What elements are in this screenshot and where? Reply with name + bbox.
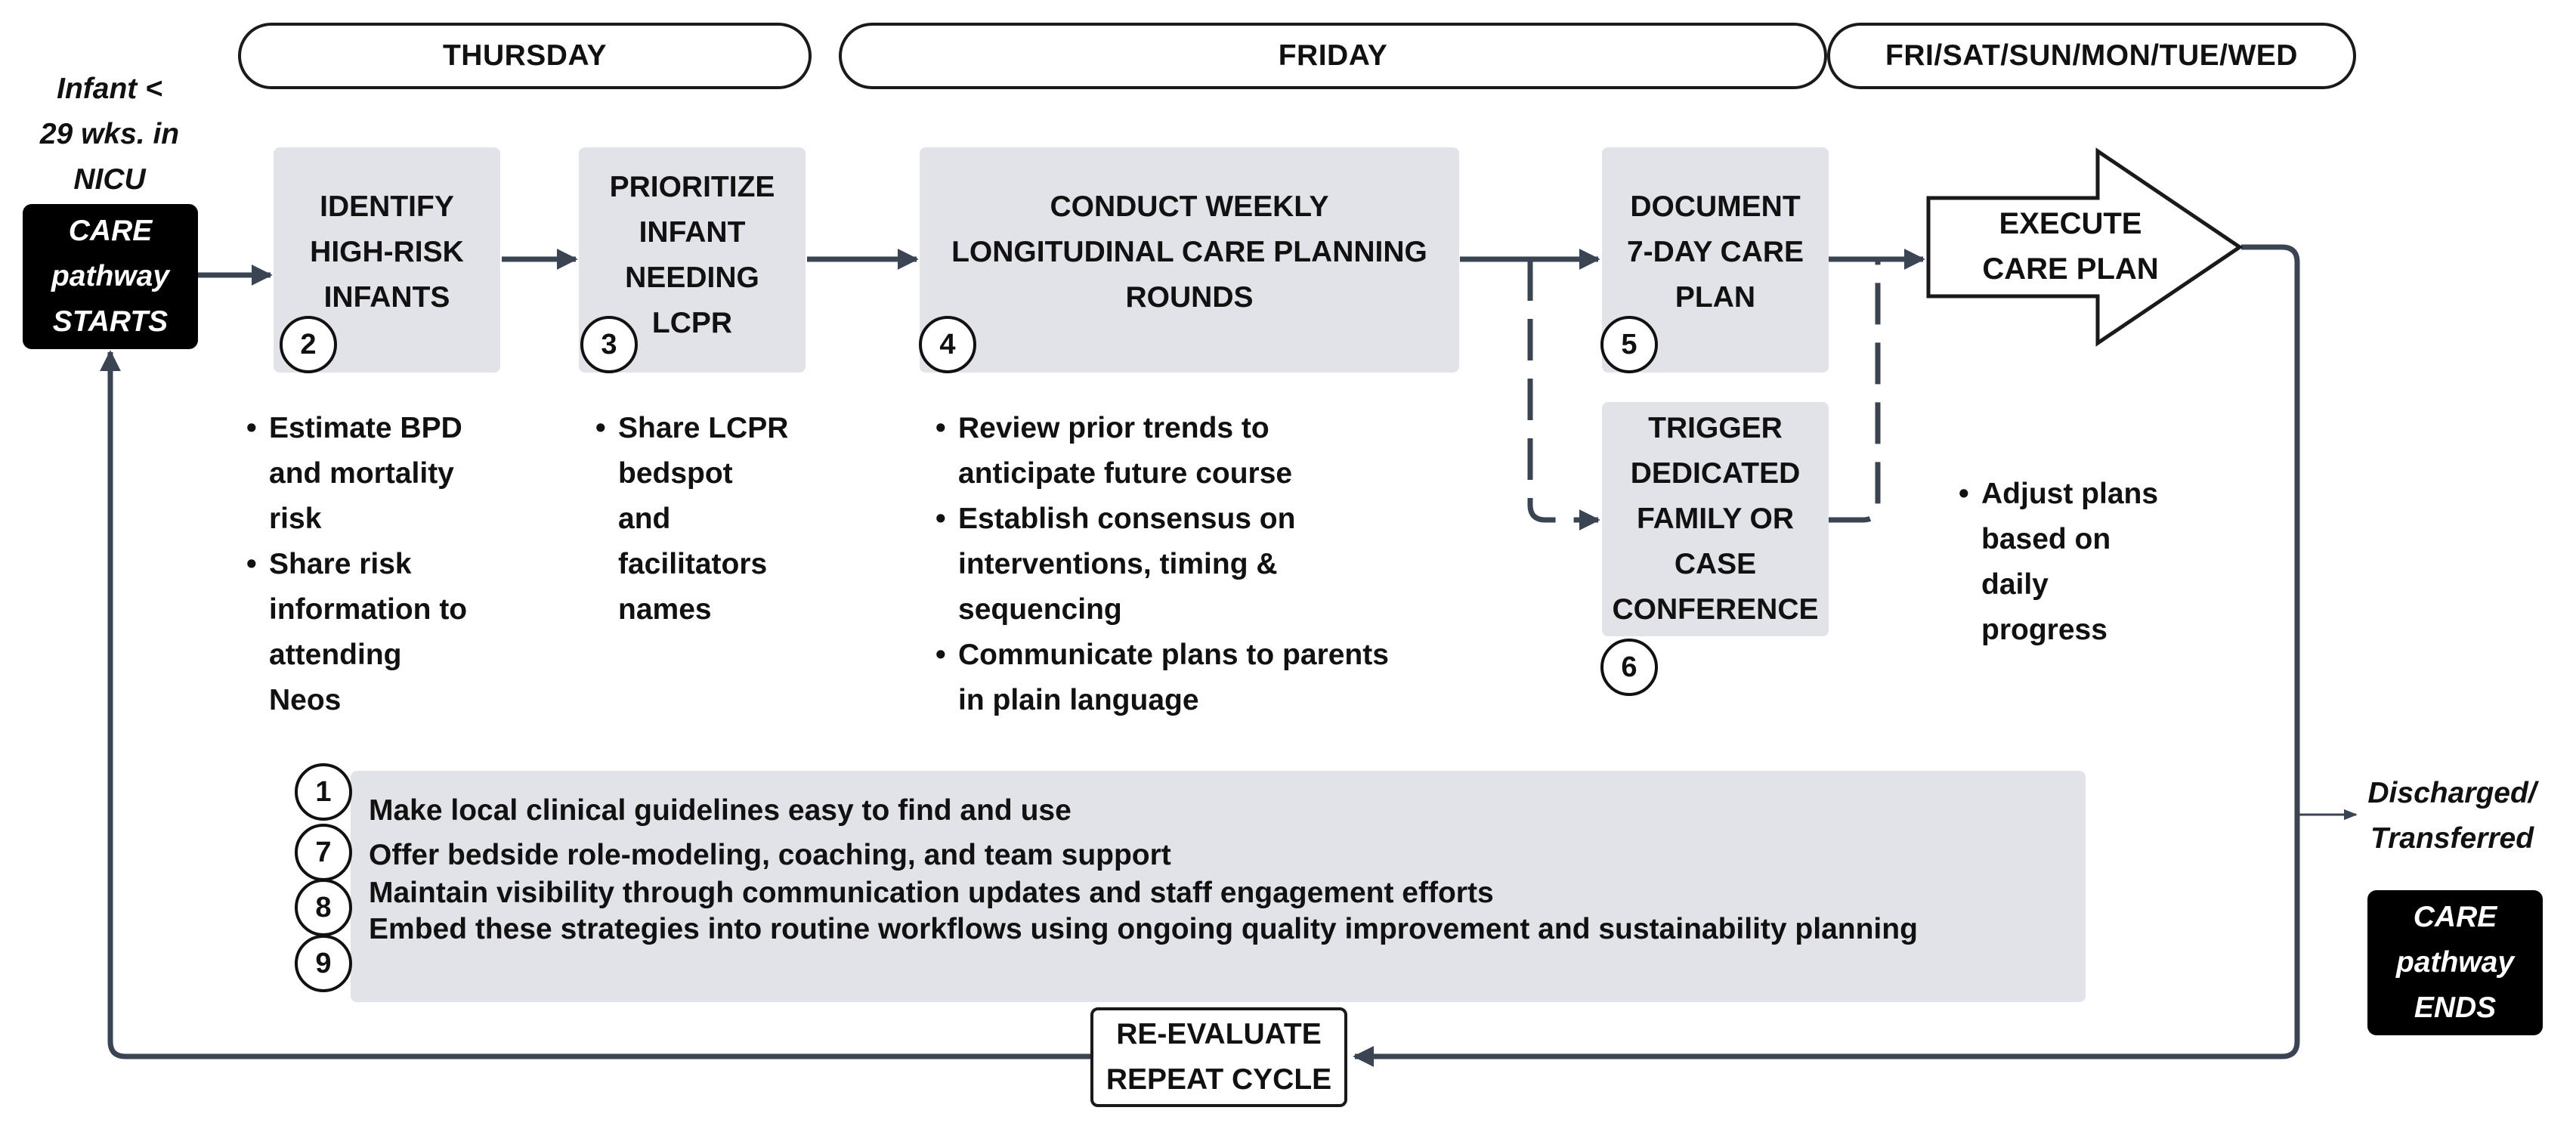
strategy-line: Make local clinical guidelines easy to f… — [369, 794, 1072, 827]
step-number-badge: 5 — [1600, 316, 1658, 373]
strategy-line: Maintain visibility through communicatio… — [369, 877, 1494, 909]
day-header-rest-of-week: FRI/SAT/SUN/MON/TUE/WED — [1827, 23, 2356, 89]
strategy-line: Offer bedside role-modeling, coaching, a… — [369, 839, 1171, 871]
list-item: Estimate BPD and mortality risk — [246, 406, 518, 542]
step-conduct-weekly-rounds: CONDUCT WEEKLY LONGITUDINAL CARE PLANNIN… — [920, 147, 1459, 373]
loop-line-left — [100, 350, 1090, 1059]
day-header-friday: FRIDAY — [839, 23, 1827, 89]
dashed-merge-to-execute — [1829, 259, 1881, 523]
implementation-strategies-panel — [351, 771, 2086, 1002]
end-condition-note: Discharged/ Transferred — [2367, 777, 2537, 855]
list-item: Adjust plans based on daily progress — [1959, 472, 2200, 653]
re-evaluate-repeat-cycle-box: RE-EVALUATE REPEAT CYCLE — [1090, 1007, 1347, 1107]
step-number-badge: 6 — [1600, 639, 1658, 696]
identify-bullet-list: Estimate BPD and mortality risk Share ri… — [246, 406, 518, 723]
execute-bullet-list: Adjust plans based on daily progress — [1959, 472, 2200, 653]
step-number-badge: 3 — [580, 316, 638, 373]
list-item: Share LCPR bedspot and facilitators name… — [595, 406, 822, 633]
dashed-branch-to-conference — [1527, 259, 1600, 530]
strategy-number-badge: 1 — [295, 763, 352, 821]
execute-care-plan-label: EXECUTE CARE PLAN — [1982, 207, 2159, 286]
list-item: Establish consensus on interventions, ti… — [935, 496, 1464, 633]
loop-line-right — [1353, 244, 2300, 1067]
day-header-thursday: THURSDAY — [238, 23, 812, 89]
list-item: Share risk information to attending Neos — [246, 542, 518, 723]
strategy-line: Embed these strategies into routine work… — [369, 913, 1918, 945]
care-pathway-starts-badge: CARE pathway STARTS — [23, 204, 198, 349]
execute-arrow-shape — [1926, 147, 2244, 347]
step-number-badge: 2 — [280, 316, 337, 373]
care-pathway-ends-badge: CARE pathway ENDS — [2367, 890, 2543, 1035]
list-item: Review prior trends to anticipate future… — [935, 406, 1464, 496]
strategy-number-badge: 7 — [295, 824, 352, 881]
step-trigger-conference: TRIGGER DEDICATED FAMILY OR CASE CONFERE… — [1602, 402, 1829, 636]
start-condition-note: Infant < 29 wks. in NICU — [39, 73, 180, 196]
step-number-badge: 4 — [919, 316, 976, 373]
rounds-bullet-list: Review prior trends to anticipate future… — [935, 406, 1464, 723]
strategy-number-badge: 9 — [295, 935, 352, 992]
prioritize-bullet-list: Share LCPR bedspot and facilitators name… — [595, 406, 822, 633]
strategy-number-badge: 8 — [295, 879, 352, 936]
list-item: Communicate plans to parents in plain la… — [935, 633, 1464, 723]
